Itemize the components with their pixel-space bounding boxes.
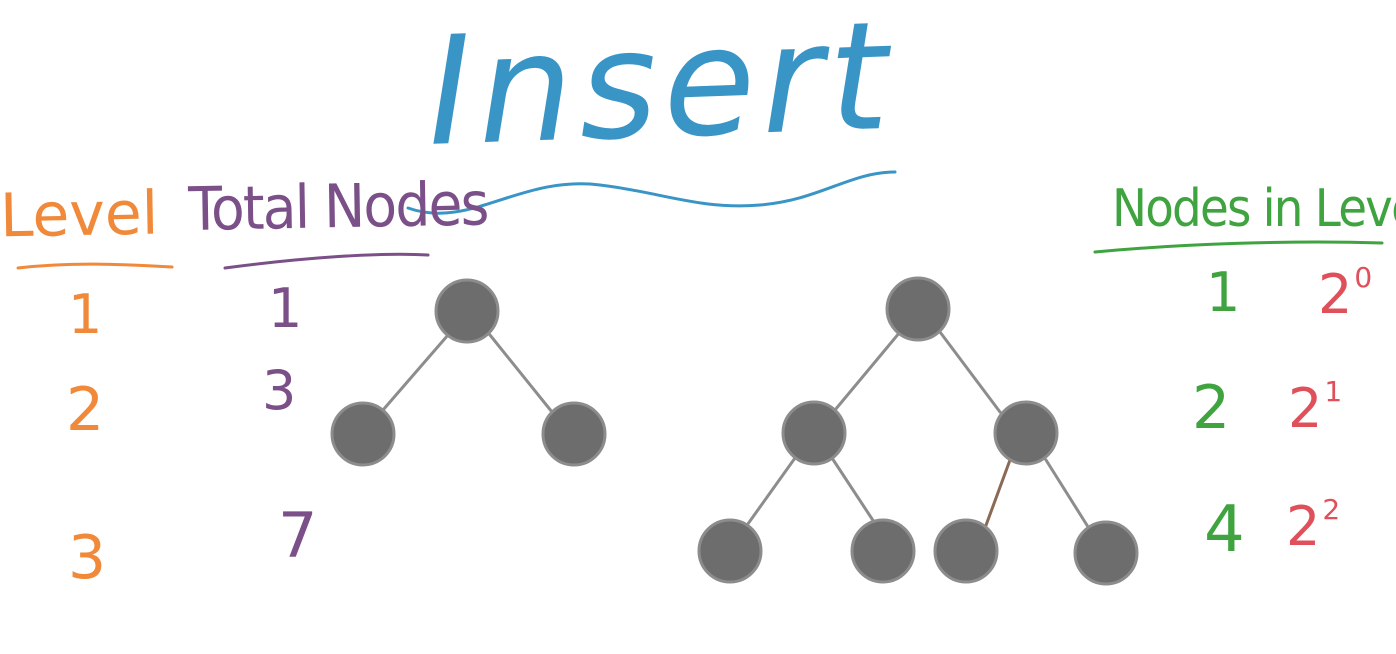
nodes-in-level-value: 2	[1192, 373, 1231, 443]
large-tree-l2-right-node	[993, 400, 1059, 466]
small-tree-edge-right	[488, 333, 554, 414]
large-tree-l3-node-4	[1073, 520, 1139, 586]
level-value: 3	[68, 523, 107, 593]
large-tree-root-node	[885, 276, 951, 342]
small-tree-edge-left	[381, 333, 450, 412]
small-tree-left-node	[330, 401, 396, 467]
title-underline	[406, 170, 897, 215]
level-header: Level	[0, 178, 159, 252]
nodes-in-level-header: Nodes in Level	[1112, 179, 1396, 239]
large-tree-edge-l2-left-a	[743, 456, 797, 530]
total-nodes-value: 7	[278, 499, 318, 572]
nodes-in-level-value: 4	[1204, 493, 1245, 567]
nodes-in-level-underline	[1093, 240, 1384, 254]
power-of-two-value: 22	[1286, 496, 1340, 554]
power-base: 2	[1288, 377, 1323, 440]
large-tree-edge-l2-left-b	[830, 456, 880, 530]
large-tree-l3-node-1	[697, 518, 763, 584]
power-of-two-value: 20	[1318, 264, 1372, 322]
level-underline	[16, 262, 174, 270]
large-tree-edge-new-insert	[983, 458, 1012, 530]
power-exponent: 1	[1324, 375, 1343, 408]
large-tree-edge-root-right	[938, 330, 1002, 414]
large-tree-l3-node-2	[850, 518, 916, 584]
diagram-title: Insert	[424, 0, 897, 180]
large-tree-edge-l2-right-b	[1044, 458, 1092, 532]
total-nodes-header: Total Nodes	[187, 169, 489, 245]
power-base: 2	[1318, 263, 1353, 326]
large-tree-l2-left-node	[781, 400, 847, 466]
power-base: 2	[1286, 495, 1321, 558]
level-value: 2	[66, 375, 105, 445]
total-nodes-value: 1	[268, 277, 303, 340]
nodes-in-level-value: 1	[1206, 261, 1241, 324]
large-tree-l3-node-3-inserted	[933, 518, 999, 584]
large-tree-edge-root-left	[833, 330, 902, 412]
level-value: 1	[68, 283, 103, 346]
total-nodes-value: 3	[262, 359, 297, 422]
total-nodes-underline	[223, 252, 430, 270]
small-tree-root-node	[434, 278, 500, 344]
power-exponent: 2	[1322, 493, 1341, 526]
power-of-two-value: 21	[1288, 378, 1342, 436]
power-exponent: 0	[1354, 261, 1373, 294]
small-tree-right-node	[541, 401, 607, 467]
